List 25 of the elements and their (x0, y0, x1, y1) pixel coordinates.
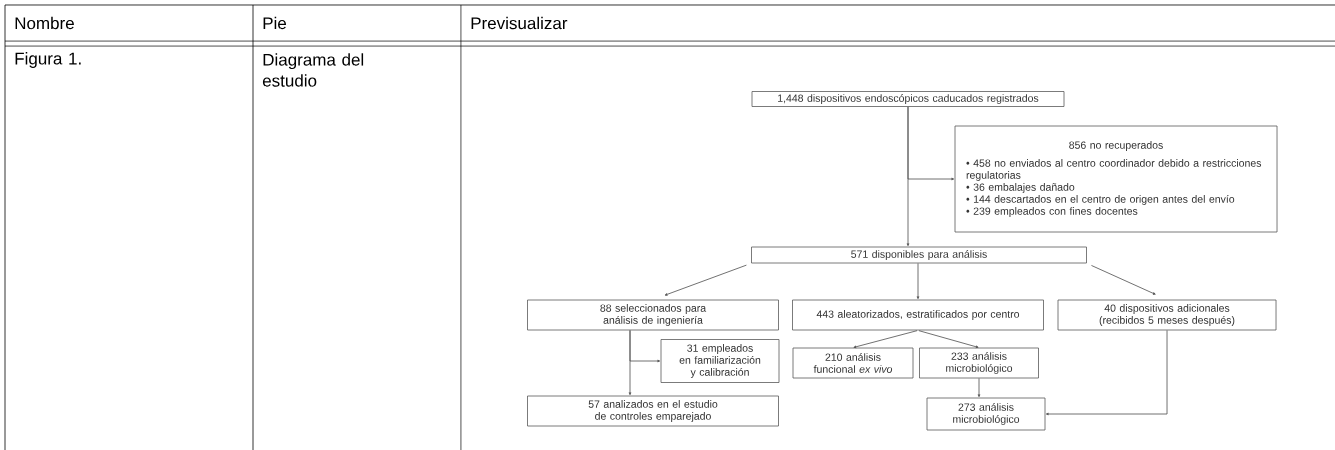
arrow (1091, 265, 1156, 295)
list-box: 856 no recuperados • 458 no enviados al centro coordinador debido a restricciones regulatorias • 36 embalajes dañado • 144 descartados en el centro de origen antes del envío • 239 empleados con fines docentes (954, 125, 1278, 233)
arrow (853, 330, 918, 349)
header-cell-text: Previsualizar (471, 16, 568, 30)
process-box: 40 dispositivos adicionales (recibidos 5 meses después) (1057, 299, 1277, 331)
arrow (629, 330, 661, 363)
process-box: 233 análisis microbiológico (919, 347, 1039, 379)
arrow (916, 263, 920, 300)
process-box: 57 analizados en el estudio de controles emparejado (527, 395, 779, 427)
header-cell-text: Pie (263, 16, 286, 30)
process-box: 571 disponibles para análisis (751, 246, 1087, 264)
arrow (907, 106, 955, 181)
arrow (664, 264, 747, 296)
process-box: 210 análisis funcional ex vivo (792, 347, 914, 379)
arrow (1045, 330, 1168, 416)
table-cell-text: Figura 1. (15, 52, 81, 68)
process-box: 273 análisis microbiológico (926, 397, 1046, 431)
table-cell-text: Diagrama del estudio (262, 53, 364, 87)
process-box: 31 empleados en familiarización y calibración (660, 339, 780, 383)
arrow (918, 330, 979, 349)
arrow (977, 378, 981, 398)
process-box: 1,448 dispositivos endoscópicos caducados registrados (751, 91, 1065, 107)
header-cell-text: Nombre (15, 16, 74, 30)
process-box: 443 aleatorizados, estratificados por centro (792, 299, 1044, 331)
process-box: 88 seleccionados para análisis de ingeniería (527, 299, 779, 331)
